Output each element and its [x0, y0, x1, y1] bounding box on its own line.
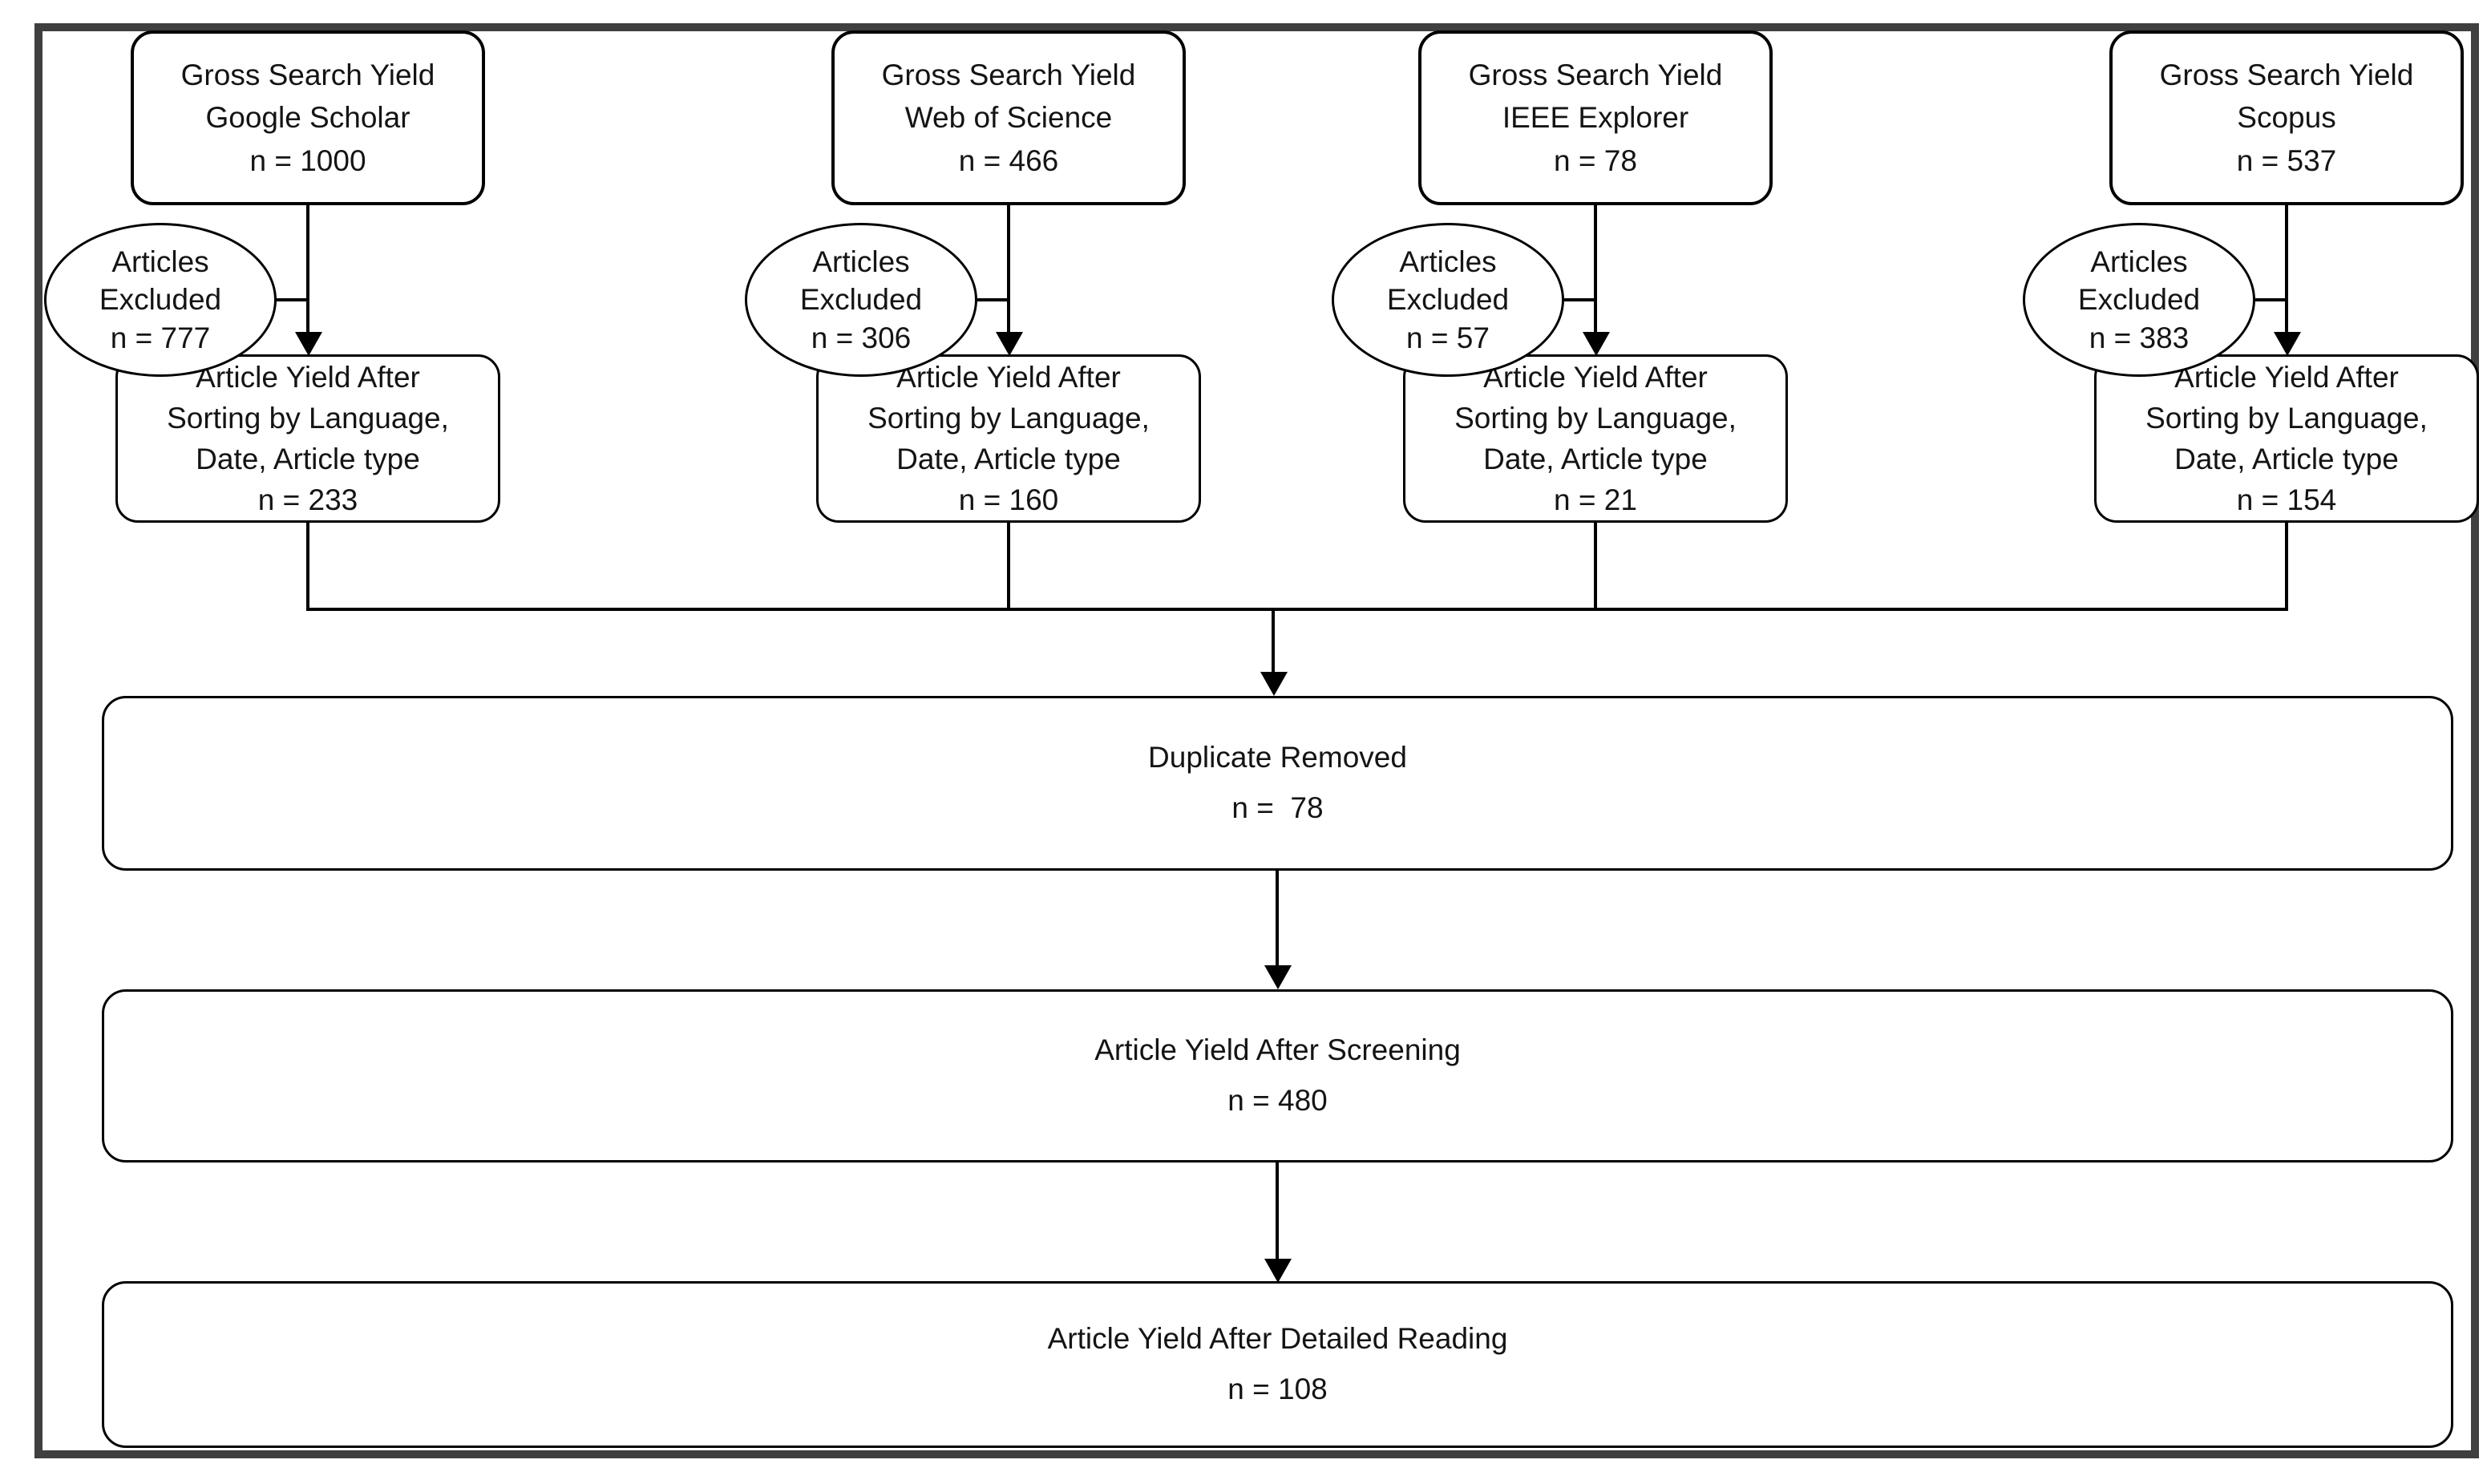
arrowhead-screening [1264, 965, 1292, 989]
excluded-count: n = 57 [1406, 321, 1490, 354]
arrowhead-ieee-explorer [1583, 332, 1610, 356]
connector-line-detailed-reading [1276, 1163, 1279, 1260]
excluded-ellipse-web-of-science: Articles Excluded n = 306 [745, 223, 977, 377]
excluded-label: Articles [1399, 245, 1497, 278]
connector-line-scopus [2285, 205, 2288, 332]
source-box-google-scholar: Gross Search Yield Google Scholar n = 10… [131, 30, 485, 205]
excluded-label: Excluded [1386, 283, 1510, 317]
source-name: Scopus [2237, 101, 2336, 135]
bus-drop-web-of-science [1007, 523, 1010, 609]
sorted-line: Sorting by Language, [2145, 401, 2428, 435]
excluded-elbow-scopus [2255, 298, 2287, 301]
excluded-label: Articles [812, 245, 910, 278]
sorted-line: Article Yield After [1483, 360, 1708, 394]
excluded-label: Articles [2090, 245, 2188, 278]
sorted-line: Date, Article type [1483, 443, 1708, 475]
sorted-count: n = 154 [2236, 483, 2337, 517]
stage-label: Article Yield After Screening [1094, 1033, 1461, 1067]
source-name: Web of Science [904, 101, 1113, 135]
source-count: n = 537 [2236, 144, 2337, 177]
sorted-count: n = 233 [257, 483, 358, 517]
source-box-scopus: Gross Search Yield Scopus n = 537 [2109, 30, 2464, 205]
sorted-line: Date, Article type [2174, 443, 2399, 475]
source-title: Gross Search Yield [180, 58, 435, 91]
excluded-ellipse-scopus: Articles Excluded n = 383 [2023, 223, 2255, 377]
connector-line-google-scholar [306, 205, 309, 332]
arrowhead-scopus [2274, 332, 2301, 356]
excluded-label: Excluded [99, 283, 222, 317]
stage-count: n = 480 [1227, 1084, 1328, 1117]
excluded-count: n = 306 [811, 321, 912, 354]
excluded-elbow-web-of-science [977, 298, 1009, 301]
arrowhead-web-of-science [996, 332, 1023, 356]
sorted-box-google-scholar: Article Yield After Sorting by Language,… [115, 354, 500, 523]
sorted-count: n = 160 [958, 483, 1059, 517]
arrowhead-detailed-reading [1264, 1259, 1292, 1283]
sorted-line: Date, Article type [196, 443, 420, 475]
sorted-line: Sorting by Language, [867, 401, 1150, 435]
source-count: n = 78 [1554, 144, 1637, 177]
sorted-count: n = 21 [1554, 483, 1637, 517]
after-screening-box: Article Yield After Screening n = 480 [102, 989, 2453, 1163]
sorted-box-web-of-science: Article Yield After Sorting by Language,… [816, 354, 1201, 523]
connector-line-web-of-science [1007, 205, 1010, 332]
sorted-line: Sorting by Language, [167, 401, 449, 435]
arrowhead-google-scholar [295, 332, 322, 356]
source-name: Google Scholar [205, 101, 410, 135]
source-title: Gross Search Yield [881, 58, 1136, 91]
sorted-line: Article Yield After [896, 360, 1121, 394]
bus-drop-google-scholar [306, 523, 309, 609]
bus-drop-scopus [2285, 523, 2288, 609]
source-title: Gross Search Yield [2159, 58, 2414, 91]
connector-line-ieee-explorer [1594, 205, 1597, 332]
source-box-web-of-science: Gross Search Yield Web of Science n = 46… [831, 30, 1186, 205]
source-count: n = 1000 [249, 144, 366, 177]
excluded-label: Articles [111, 245, 209, 278]
sorted-line: Article Yield After [2174, 360, 2399, 394]
sorted-line: Sorting by Language, [1454, 401, 1737, 435]
sorted-line: Date, Article type [896, 443, 1121, 475]
source-box-ieee-explorer: Gross Search Yield IEEE Explorer n = 78 [1418, 30, 1773, 205]
excluded-elbow-google-scholar [277, 298, 309, 301]
connector-line-screening [1276, 871, 1279, 967]
merge-drop-line [1272, 608, 1275, 673]
source-name: IEEE Explorer [1502, 101, 1689, 135]
arrowhead-duplicate-removed [1260, 672, 1288, 696]
excluded-elbow-ieee-explorer [1564, 298, 1596, 301]
diagram-border [34, 23, 2479, 1458]
bus-drop-ieee-explorer [1594, 523, 1597, 609]
sorted-line: Article Yield After [196, 360, 420, 394]
source-count: n = 466 [958, 144, 1059, 177]
duplicate-removed-box: Duplicate Removed n = 78 [102, 696, 2453, 871]
stage-label: Article Yield After Detailed Reading [1047, 1322, 1508, 1356]
source-title: Gross Search Yield [1468, 58, 1723, 91]
sorted-box-ieee-explorer: Article Yield After Sorting by Language,… [1403, 354, 1788, 523]
excluded-ellipse-ieee-explorer: Articles Excluded n = 57 [1332, 223, 1564, 377]
excluded-count: n = 777 [110, 321, 211, 354]
excluded-ellipse-google-scholar: Articles Excluded n = 777 [44, 223, 277, 377]
stage-count: n = 108 [1227, 1373, 1328, 1405]
excluded-label: Excluded [2077, 283, 2201, 317]
excluded-label: Excluded [799, 283, 923, 317]
excluded-count: n = 383 [2089, 321, 2190, 354]
stage-count: n = 78 [1231, 791, 1324, 824]
sorted-box-scopus: Article Yield After Sorting by Language,… [2094, 354, 2479, 523]
after-detailed-reading-box: Article Yield After Detailed Reading n =… [102, 1281, 2453, 1448]
merge-bus-line [306, 608, 2288, 611]
stage-label: Duplicate Removed [1148, 741, 1407, 774]
